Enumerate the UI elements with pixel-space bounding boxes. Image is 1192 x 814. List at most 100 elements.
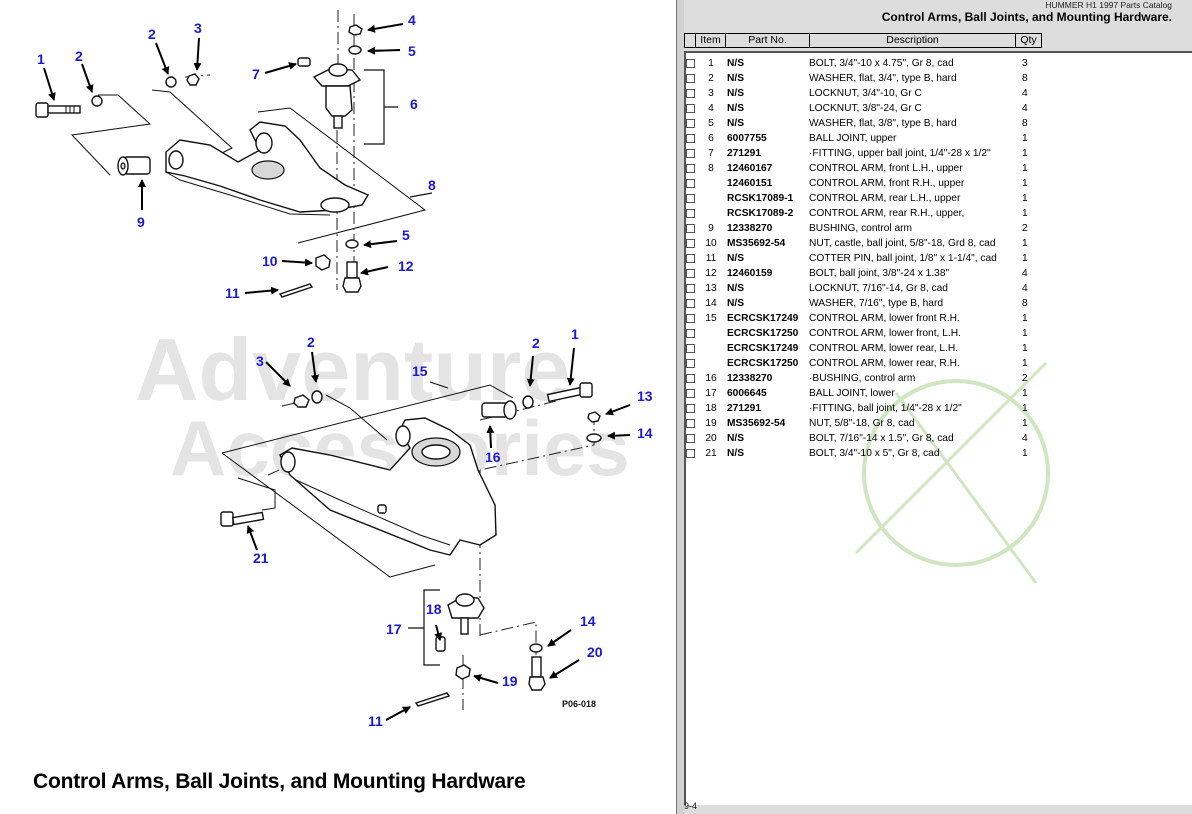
row-description: CONTROL ARM, lower front R.H. [809, 313, 960, 324]
row-checkbox[interactable] [686, 149, 695, 158]
row-checkbox[interactable] [686, 224, 695, 233]
row-checkbox[interactable] [686, 329, 695, 338]
row-part-no: ECRCSK17249 [727, 313, 799, 324]
callout-7: 7 [252, 66, 260, 82]
row-checkbox[interactable] [686, 359, 695, 368]
row-checkbox[interactable] [686, 449, 695, 458]
row-checkbox[interactable] [686, 269, 695, 278]
row-checkbox[interactable] [686, 179, 695, 188]
row-checkbox[interactable] [686, 74, 695, 83]
row-part-no: N/S [727, 88, 744, 99]
row-checkbox[interactable] [686, 299, 695, 308]
row-item: 9 [708, 223, 714, 234]
locknut-part [186, 73, 200, 86]
row-description: CONTROL ARM, rear L.H., upper [809, 193, 961, 204]
fitting-part [297, 57, 311, 67]
row-checkbox[interactable] [686, 89, 695, 98]
row-checkbox[interactable] [686, 119, 695, 128]
row-checkbox[interactable] [686, 404, 695, 413]
row-qty: 1 [1022, 328, 1028, 339]
page-number: 9-4 [684, 801, 698, 811]
row-part-no: ECRCSK17250 [727, 358, 799, 369]
row-qty: 1 [1022, 313, 1028, 324]
row-qty: 1 [1022, 418, 1028, 429]
header-select-column[interactable] [684, 33, 696, 48]
row-qty: 4 [1022, 433, 1028, 444]
row-item: 16 [705, 373, 717, 384]
callout-13: 13 [637, 388, 653, 404]
row-checkbox[interactable] [686, 314, 695, 323]
row-item: 6 [708, 133, 714, 144]
figure-code: P06-018 [562, 699, 596, 709]
row-checkbox[interactable] [686, 194, 695, 203]
row-checkbox[interactable] [686, 209, 695, 218]
row-checkbox[interactable] [686, 59, 695, 68]
row-item: 13 [705, 283, 717, 294]
pane-divider[interactable] [676, 0, 684, 814]
row-item: 10 [705, 238, 717, 249]
row-qty: 1 [1022, 193, 1028, 204]
row-checkbox[interactable] [686, 344, 695, 353]
row-description: WASHER, flat, 3/8", type B, hard [809, 118, 957, 129]
callout-1: 1 [37, 51, 45, 67]
row-checkbox[interactable] [686, 134, 695, 143]
header-part-no[interactable]: Part No. [726, 33, 810, 48]
row-checkbox[interactable] [686, 164, 695, 173]
row-qty: 8 [1022, 73, 1028, 84]
row-part-no: N/S [727, 253, 744, 264]
row-qty: 1 [1022, 253, 1028, 264]
catalog-name: HUMMER H1 1997 Parts Catalog [1045, 0, 1172, 10]
callout-19: 19 [502, 673, 518, 689]
bolt-20-part [528, 656, 546, 691]
callout-2: 2 [148, 26, 156, 42]
header-qty[interactable]: Qty [1016, 33, 1042, 48]
lower-bolt-part [546, 382, 593, 403]
bolt-21-part [220, 511, 265, 527]
row-checkbox[interactable] [686, 374, 695, 383]
row-checkbox[interactable] [686, 104, 695, 113]
row-checkbox[interactable] [686, 254, 695, 263]
row-part-no: 12460151 [727, 178, 773, 189]
row-checkbox[interactable] [686, 239, 695, 248]
header-description[interactable]: Description [810, 33, 1016, 48]
row-checkbox[interactable] [686, 389, 695, 398]
row-item: 19 [705, 418, 717, 429]
row-item: 1 [708, 58, 714, 69]
header-item[interactable]: Item [696, 33, 726, 48]
row-checkbox[interactable] [686, 284, 695, 293]
row-part-no: 6007755 [727, 133, 767, 144]
row-checkbox[interactable] [686, 434, 695, 443]
row-checkbox[interactable] [686, 419, 695, 428]
row-description: CONTROL ARM, lower front, L.H. [809, 328, 961, 339]
parts-table-header: Item Part No. Description Qty [684, 33, 1042, 48]
diagram-pane: Adventure Accessories [33, 10, 653, 793]
